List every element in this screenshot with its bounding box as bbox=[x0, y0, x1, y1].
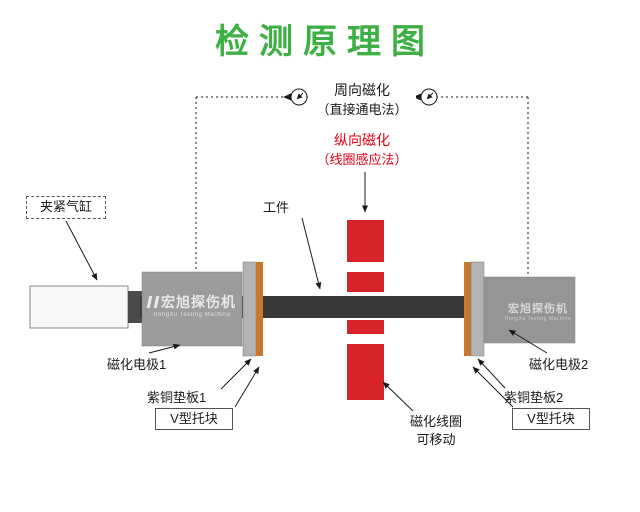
label-coil-line2: 可移动 bbox=[416, 432, 456, 448]
arrow-workpiece bbox=[301, 217, 322, 290]
arrow-copper-pad-1 bbox=[220, 358, 252, 390]
coil-lower-stripe bbox=[347, 334, 384, 344]
magnetizing-coil bbox=[347, 220, 384, 400]
label-magnetizing-coil: 磁化线圈 可移动 bbox=[402, 413, 470, 449]
callout-arrows bbox=[65, 172, 548, 412]
pad-plate-2 bbox=[470, 261, 485, 357]
label-v-block-right: V型托块 bbox=[512, 408, 590, 430]
current-node-left bbox=[283, 88, 308, 106]
current-node-right bbox=[413, 88, 438, 106]
label-longitudinal-magnetization: 纵向磁化 （线圈感应法） bbox=[300, 131, 424, 169]
page-title: 检测原理图 bbox=[215, 23, 435, 61]
node-arrow-icon bbox=[296, 92, 304, 100]
label-v-block-left: V型托块 bbox=[155, 408, 233, 430]
coil-lower bbox=[347, 320, 384, 400]
arrow-coil bbox=[382, 381, 414, 412]
label-copper-pad-2: 紫铜垫板2 bbox=[504, 390, 564, 405]
label-circumferential-magnetization: 周向磁化 （直接通电法） bbox=[308, 81, 416, 119]
coil-upper bbox=[347, 220, 384, 292]
label-electrode-2: 磁化电极2 bbox=[529, 357, 589, 372]
current-direction-arrow-icon bbox=[283, 93, 291, 101]
electrode-1-block bbox=[141, 271, 243, 347]
arrow-copper-pad-2 bbox=[477, 358, 506, 389]
arrow-clamp-cylinder bbox=[65, 220, 98, 281]
coil-upper-stripe bbox=[347, 262, 384, 272]
label-clamp-cylinder: 夹紧气缸 bbox=[26, 196, 106, 219]
machine-assembly bbox=[29, 220, 576, 400]
current-direction-arrow-icon bbox=[413, 93, 421, 101]
label-circumferential-line2: （直接通电法） bbox=[316, 101, 408, 117]
label-workpiece: 工件 bbox=[263, 200, 290, 215]
pad-plate-1 bbox=[242, 261, 257, 357]
copper-pad-1 bbox=[256, 262, 263, 356]
electrode-2-block bbox=[483, 276, 576, 344]
label-electrode-1: 磁化电极1 bbox=[107, 357, 167, 372]
label-longitudinal-line2: （线圈感应法） bbox=[316, 151, 408, 167]
label-circumferential-line1: 周向磁化 bbox=[334, 82, 390, 98]
label-coil-line1: 磁化线圈 bbox=[409, 414, 462, 429]
arrow-v-block-right bbox=[472, 366, 514, 408]
clamp-cylinder-body bbox=[29, 285, 129, 329]
arrow-electrode-2 bbox=[508, 329, 548, 354]
copper-pad-2 bbox=[464, 262, 471, 356]
label-copper-pad-1: 紫铜垫板1 bbox=[147, 390, 207, 405]
arrow-v-block-left bbox=[234, 366, 260, 408]
label-longitudinal-line1: 纵向磁化 bbox=[334, 132, 390, 148]
arrow-electrode-1 bbox=[148, 343, 181, 354]
node-arrow-icon bbox=[426, 92, 434, 100]
